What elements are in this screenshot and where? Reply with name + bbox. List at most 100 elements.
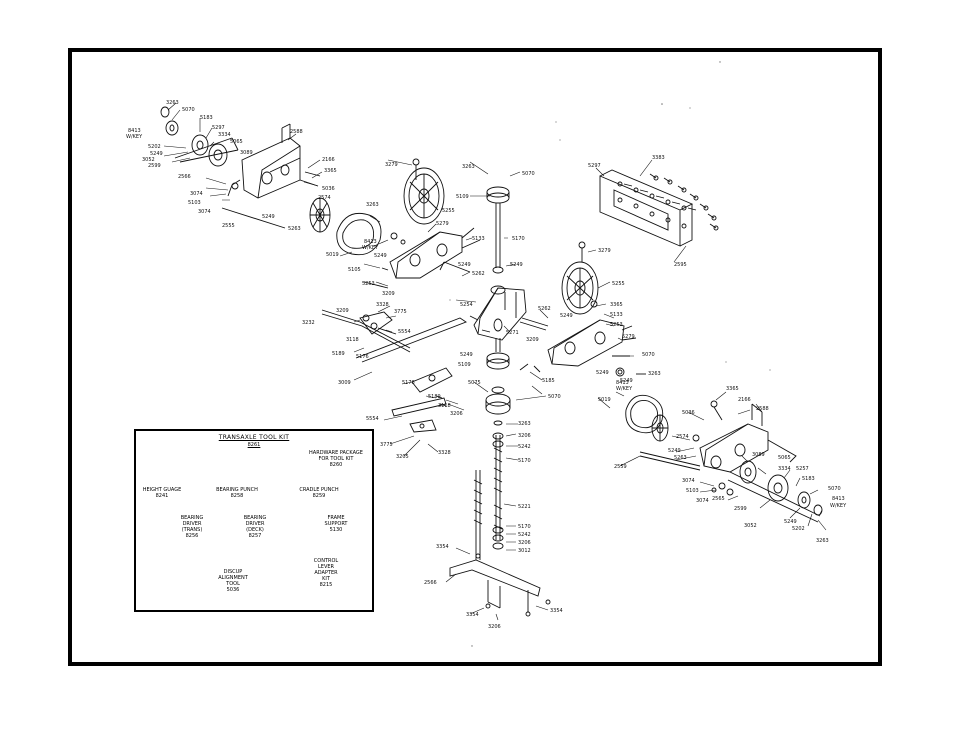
kit-item-control-lever-adapter-kit: CONTROL LEVER ADAPTER KIT 8215 (313, 558, 339, 588)
lower-control-rods (449, 432, 551, 617)
callout: 2166 (738, 397, 751, 403)
callout: 5036 (682, 410, 695, 416)
callout: 3206 (518, 433, 531, 439)
callout: W/KEY (830, 503, 847, 509)
callout: 5019 (598, 397, 611, 403)
callout: W/KEY (616, 386, 633, 392)
callout: 2166 (322, 157, 335, 163)
callout: 5103 (188, 200, 201, 206)
callout: 5263 (674, 455, 687, 461)
callout: 3205 (396, 454, 409, 460)
callout: 2566 (424, 580, 437, 586)
kit-item-discup-alignment-tool: DISCUP ALIGNMENT TOOL 5036 (218, 569, 248, 593)
center-vertical-shaft (469, 186, 541, 426)
callout: 3074 (696, 498, 709, 504)
callout: 3009 (338, 380, 351, 386)
callout: 5554 (366, 416, 379, 422)
callout: 3279 (598, 248, 611, 254)
right-pulley (561, 241, 599, 315)
upper-center-pulley (403, 158, 445, 225)
callout: 3206 (518, 540, 531, 546)
transaxle-tool-kit-panel: TRANSAXLE TOOL KIT 8261 HARDWARE PACKAGE… (134, 429, 374, 612)
callout: 3206 (488, 624, 501, 630)
scan-speckles (449, 61, 771, 647)
callout: 3334 (218, 132, 231, 138)
callout: 5065 (230, 139, 243, 145)
callout: 5249 (510, 262, 523, 268)
callout: 5249 (784, 519, 797, 525)
callout: 5554 (398, 329, 411, 335)
callout: 3328 (376, 302, 389, 308)
callout: 5262 (538, 306, 551, 312)
callout: 5202 (792, 526, 805, 532)
callout: 5189 (428, 394, 441, 400)
kit-item-frame-support: FRAME SUPPORT 5130 (324, 515, 348, 533)
callout: 2588 (290, 129, 303, 135)
callout: 5262 (472, 271, 485, 277)
kit-item-height-gauge: HEIGHT GUAGE 8241 (142, 487, 182, 499)
callout: 3354 (466, 612, 479, 618)
callout: 3263 (462, 164, 475, 170)
callout: 8413 (832, 496, 845, 502)
callout: 2574 (676, 434, 689, 440)
callout: 3118 (346, 337, 359, 343)
callout: 5109 (458, 362, 471, 368)
callout: 5176 (402, 380, 415, 386)
callout: 3118 (438, 403, 451, 409)
callout: 3279 (385, 162, 398, 168)
callout: 3354 (436, 544, 449, 550)
callout: 8413 (616, 380, 629, 386)
callout: 5255 (612, 281, 625, 287)
kit-item-hardware-package: HARDWARE PACKAGE FOR TOOL KIT 8260 (309, 450, 363, 468)
callout: 5202 (148, 144, 161, 150)
callout: 5070 (828, 486, 841, 492)
callout: 5170 (518, 524, 531, 530)
callout: 5253 (362, 281, 375, 287)
callout: 5242 (518, 532, 531, 538)
callout: 5257 (796, 466, 809, 472)
callout: 2595 (674, 262, 687, 268)
callout: 5109 (456, 194, 469, 200)
callout: 5253 (610, 322, 623, 328)
lower-right-gearbox (639, 400, 823, 523)
callout: 3209 (382, 291, 395, 297)
callout: 5019 (326, 252, 339, 258)
callout: 5133 (472, 236, 485, 242)
callout: 8413 (128, 128, 141, 134)
kit-item-cradle-punch: CRADLE PUNCH 8259 (299, 487, 339, 499)
callout: 3263 (648, 371, 661, 377)
callout: 5070 (548, 394, 561, 400)
callout: 5221 (518, 504, 531, 510)
callout: 2599 (734, 506, 747, 512)
callout-labels: 3263 5070 5183 8413 W/KEY 5297 3334 5065… (126, 100, 847, 630)
callout: 5075 (468, 380, 481, 386)
callout: 3089 (240, 150, 253, 156)
callout: W/KEY (362, 245, 379, 251)
upper-center-bracket (363, 227, 481, 289)
callout: 3354 (550, 608, 563, 614)
callout: 3089 (752, 452, 765, 458)
callout: 8413 (364, 239, 377, 245)
callout: W/KEY (126, 134, 143, 140)
kit-item-bearing-driver-deck: BEARING DRIVER (DECK) 8257 (243, 515, 267, 539)
callout: 5249 (668, 448, 681, 454)
kit-item-bearing-driver-trans: BEARING DRIVER (TRANS) 8256 (180, 515, 204, 539)
callout: 5183 (802, 476, 815, 482)
callout: 5170 (512, 236, 525, 242)
callout: 2574 (318, 195, 331, 201)
right-chain-sprocket (625, 394, 669, 442)
callout: 5297 (588, 163, 601, 169)
callout: 5249 (620, 378, 633, 384)
callout: 2555 (222, 223, 235, 229)
callout: 5279 (436, 221, 449, 227)
callout: 5103 (686, 488, 699, 494)
callout: 5271 (506, 330, 519, 336)
callout: 2566 (178, 174, 191, 180)
callout: 2599 (148, 163, 161, 169)
callout: 5249 (374, 253, 387, 259)
callout: 5249 (460, 352, 473, 358)
callout: 3052 (744, 523, 757, 529)
callout: 3263 (366, 202, 379, 208)
callout: 5279 (622, 334, 635, 340)
